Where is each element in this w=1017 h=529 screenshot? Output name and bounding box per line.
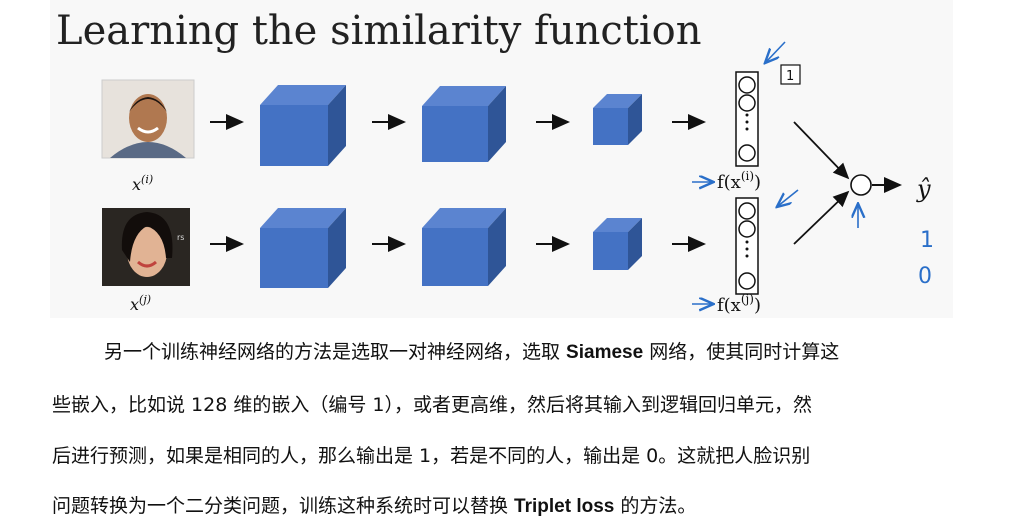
paragraph-line-2: 些嵌入，比如说 128 维的嵌入（编号 1），或者更高维，然后将其输入到逻辑回归… — [52, 390, 952, 417]
paragraph-text: 问题转换为一个二分类问题，训练这种系统时可以替换 — [52, 495, 514, 517]
paragraph-text: 网络，使其同时计算这 — [643, 341, 839, 363]
conv-block-bottom-1 — [260, 208, 346, 288]
slide-title: Learning the similarity function — [56, 8, 702, 54]
conv-block-bottom-3 — [593, 218, 642, 270]
term-siamese: Siamese — [566, 342, 643, 363]
paragraph-text: 些嵌入，比如说 128 维的嵌入（编号 1），或者更高维，然后将其输入到逻辑回归… — [52, 394, 812, 416]
input-photo-bottom: rs — [102, 208, 190, 286]
conv-block-top-2 — [422, 86, 506, 162]
input-label-bottom: x(j) — [130, 293, 151, 314]
slide-figure: Learning the similarity function x(i) rs… — [50, 0, 953, 318]
conv-block-top-3 — [593, 94, 642, 145]
output-value-zero: 0 — [918, 264, 932, 289]
paragraph-text: 的方法。 — [614, 495, 696, 517]
paragraph-text: 后进行预测，如果是相同的人，那么输出是 1，若是不同的人，输出是 0。这就把人脸… — [52, 445, 810, 467]
paragraph-line-4: 问题转换为一个二分类问题，训练这种系统时可以替换 Triplet loss 的方… — [52, 491, 952, 518]
term-triplet-loss: Triplet loss — [514, 496, 614, 517]
input-photo-top — [102, 80, 194, 158]
annotation-arrow-middle — [778, 190, 798, 206]
conv-block-bottom-2 — [422, 208, 506, 286]
embedding-label-top: f(x(i)) — [717, 169, 761, 193]
connection-line-bottom — [794, 192, 848, 244]
siamese-network-diagram: Learning the similarity function x(i) rs… — [50, 0, 953, 318]
embedding-label-bottom: f(x(j)) — [717, 292, 761, 316]
embedding-vector-top — [736, 72, 758, 166]
logistic-unit — [851, 175, 871, 195]
embedding-vector-bottom — [736, 198, 758, 294]
annotation-arrow-top — [766, 42, 785, 62]
output-value-one: 1 — [920, 228, 934, 253]
paragraph-text: 另一个训练神经网络的方法是选取一对神经网络，选取 — [104, 341, 566, 363]
paragraph-line-3: 后进行预测，如果是相同的人，那么输出是 1，若是不同的人，输出是 0。这就把人脸… — [52, 441, 952, 468]
output-label: ŷ — [916, 175, 931, 203]
annotation-number: 1 — [786, 69, 794, 84]
photo-watermark: rs — [177, 233, 184, 242]
connection-line-top — [794, 122, 848, 178]
conv-block-top-1 — [260, 85, 346, 166]
paragraph-line-1: 另一个训练神经网络的方法是选取一对神经网络，选取 Siamese 网络，使其同时… — [104, 337, 1004, 364]
input-label-top: x(i) — [132, 173, 153, 194]
